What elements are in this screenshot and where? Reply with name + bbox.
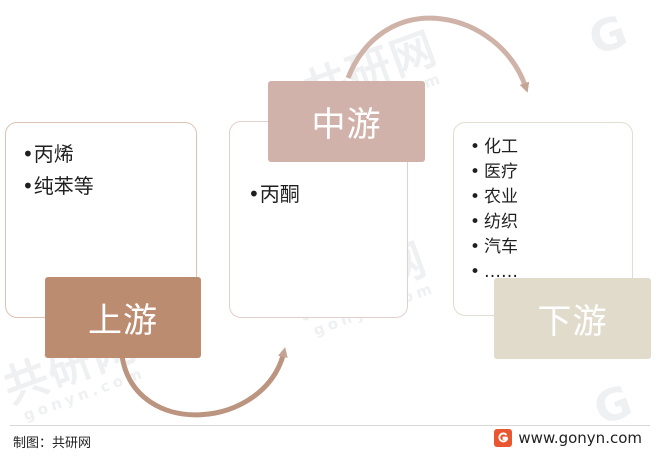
site-credit: www.gonyn.com (494, 429, 642, 447)
list-item: 医疗 (470, 160, 518, 185)
source-credit: 制图：共研网 (13, 436, 92, 451)
downstream-label: 下游 (494, 278, 651, 359)
list-item: …… (470, 260, 518, 285)
upstream-list: 丙烯 纯苯等 (22, 138, 94, 202)
list-item: 农业 (470, 185, 518, 210)
watermark-logo-g: G (582, 5, 636, 66)
midstream-list: 丙酮 (248, 180, 300, 208)
gonyn-logo-icon (494, 429, 513, 447)
arrow-upstream-to-midstream (119, 347, 288, 418)
list-item: 纯苯等 (22, 170, 94, 202)
list-item: 化工 (470, 135, 518, 160)
list-item: 纺织 (470, 210, 518, 235)
upstream-label: 上游 (45, 277, 201, 358)
midstream-label: 中游 (268, 81, 425, 162)
list-item: 丙烯 (22, 138, 94, 170)
list-item: 汽车 (470, 235, 518, 260)
list-item: 丙酮 (248, 180, 300, 208)
watermark-logo-g: G (587, 375, 641, 436)
site-url[interactable]: www.gonyn.com (518, 429, 642, 447)
downstream-list: 化工 医疗 农业 纺织 汽车 …… (470, 135, 518, 285)
footer-divider (10, 425, 650, 426)
